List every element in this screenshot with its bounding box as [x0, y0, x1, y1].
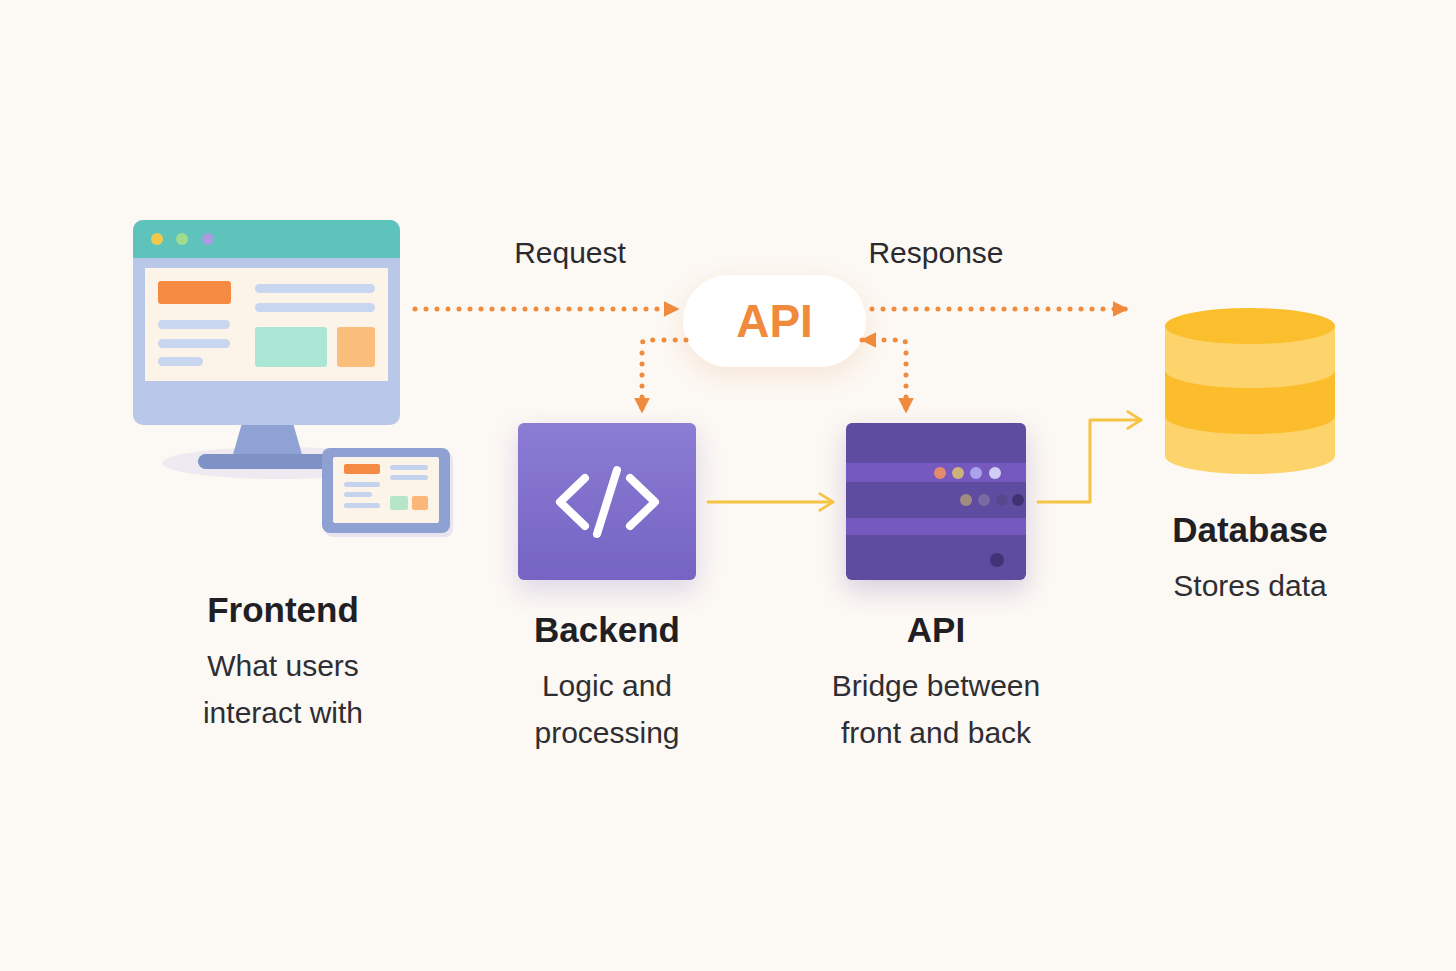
node-text-group: FrontendWhat users interact with	[168, 588, 398, 736]
node-description: Bridge between front and back	[806, 662, 1066, 756]
dotted-arrow	[642, 340, 686, 412]
server-box: APIBridge between front and back	[846, 423, 1026, 580]
tablet-line	[390, 475, 428, 480]
node-description: Logic and processing	[507, 662, 707, 756]
server-stripe	[846, 518, 1026, 535]
window-dot	[202, 233, 214, 245]
dotted-arrow	[415, 307, 678, 312]
dotted-arrow	[862, 340, 906, 412]
server-light	[990, 553, 1004, 567]
edge-label: Request	[514, 236, 626, 270]
server-light	[970, 467, 982, 479]
cylinder-body	[1165, 326, 1335, 474]
tablet-card	[390, 496, 408, 510]
tablet-line	[344, 482, 380, 487]
code-box: BackendLogic and processing	[518, 423, 696, 580]
database-graphic	[1165, 308, 1335, 478]
tablet-screen	[333, 457, 439, 523]
code-icon	[518, 423, 696, 580]
page-line	[255, 284, 375, 293]
server-graphic	[846, 423, 1026, 580]
edge-label: Response	[868, 236, 1003, 270]
node-heading: Frontend	[168, 588, 398, 632]
client-screen: FrontendWhat users interact with	[133, 220, 400, 425]
node-text-group: API	[683, 275, 866, 367]
flow-arrow	[708, 501, 833, 504]
page-line	[158, 357, 203, 366]
browser-bar	[133, 220, 400, 258]
cylinder-top	[1165, 308, 1335, 344]
code-symbol-stroke	[630, 478, 655, 526]
node-description: Stores data	[1140, 562, 1360, 609]
server-light	[1012, 494, 1024, 506]
node-description: What users interact with	[168, 642, 398, 736]
api-label: API	[683, 275, 866, 367]
node-heading: Backend	[507, 608, 707, 652]
api-pill: API	[683, 275, 866, 367]
server-light	[952, 467, 964, 479]
page-card	[255, 327, 327, 367]
monitor-stand	[232, 423, 303, 458]
page-line	[255, 303, 375, 312]
node-heading: API	[806, 608, 1066, 652]
server-stripe	[846, 463, 1026, 482]
tablet-line	[344, 492, 372, 497]
node-text-group: API Bridge between front and back	[806, 608, 1066, 756]
server-light	[934, 467, 946, 479]
server-light	[996, 494, 1008, 506]
page-banner	[158, 281, 231, 304]
tablet-banner	[344, 464, 380, 474]
cylinder-band	[1165, 370, 1335, 434]
flow-arrow	[1038, 420, 1141, 502]
window-dot	[151, 233, 163, 245]
node-text-group: BackendLogic and processing	[507, 608, 707, 756]
page-card	[337, 327, 375, 367]
page-line	[158, 339, 230, 348]
browser-page	[145, 268, 388, 381]
node-text-group: DatabaseStores data	[1140, 508, 1360, 609]
node-heading: Database	[1140, 508, 1360, 552]
dotted-arrow	[872, 307, 1127, 312]
tablet-line	[344, 503, 380, 508]
window-dot	[176, 233, 188, 245]
server-light	[978, 494, 990, 506]
server-light	[989, 467, 1001, 479]
code-symbol-stroke	[560, 478, 585, 526]
tablet-card	[412, 496, 428, 510]
page-line	[158, 320, 230, 329]
tablet-body	[322, 448, 450, 533]
tablet-line	[390, 465, 428, 470]
monitor-body	[133, 220, 400, 425]
server-light	[960, 494, 972, 506]
database-cylinder: DatabaseStores data	[1165, 308, 1335, 478]
code-symbol-stroke	[597, 470, 617, 534]
